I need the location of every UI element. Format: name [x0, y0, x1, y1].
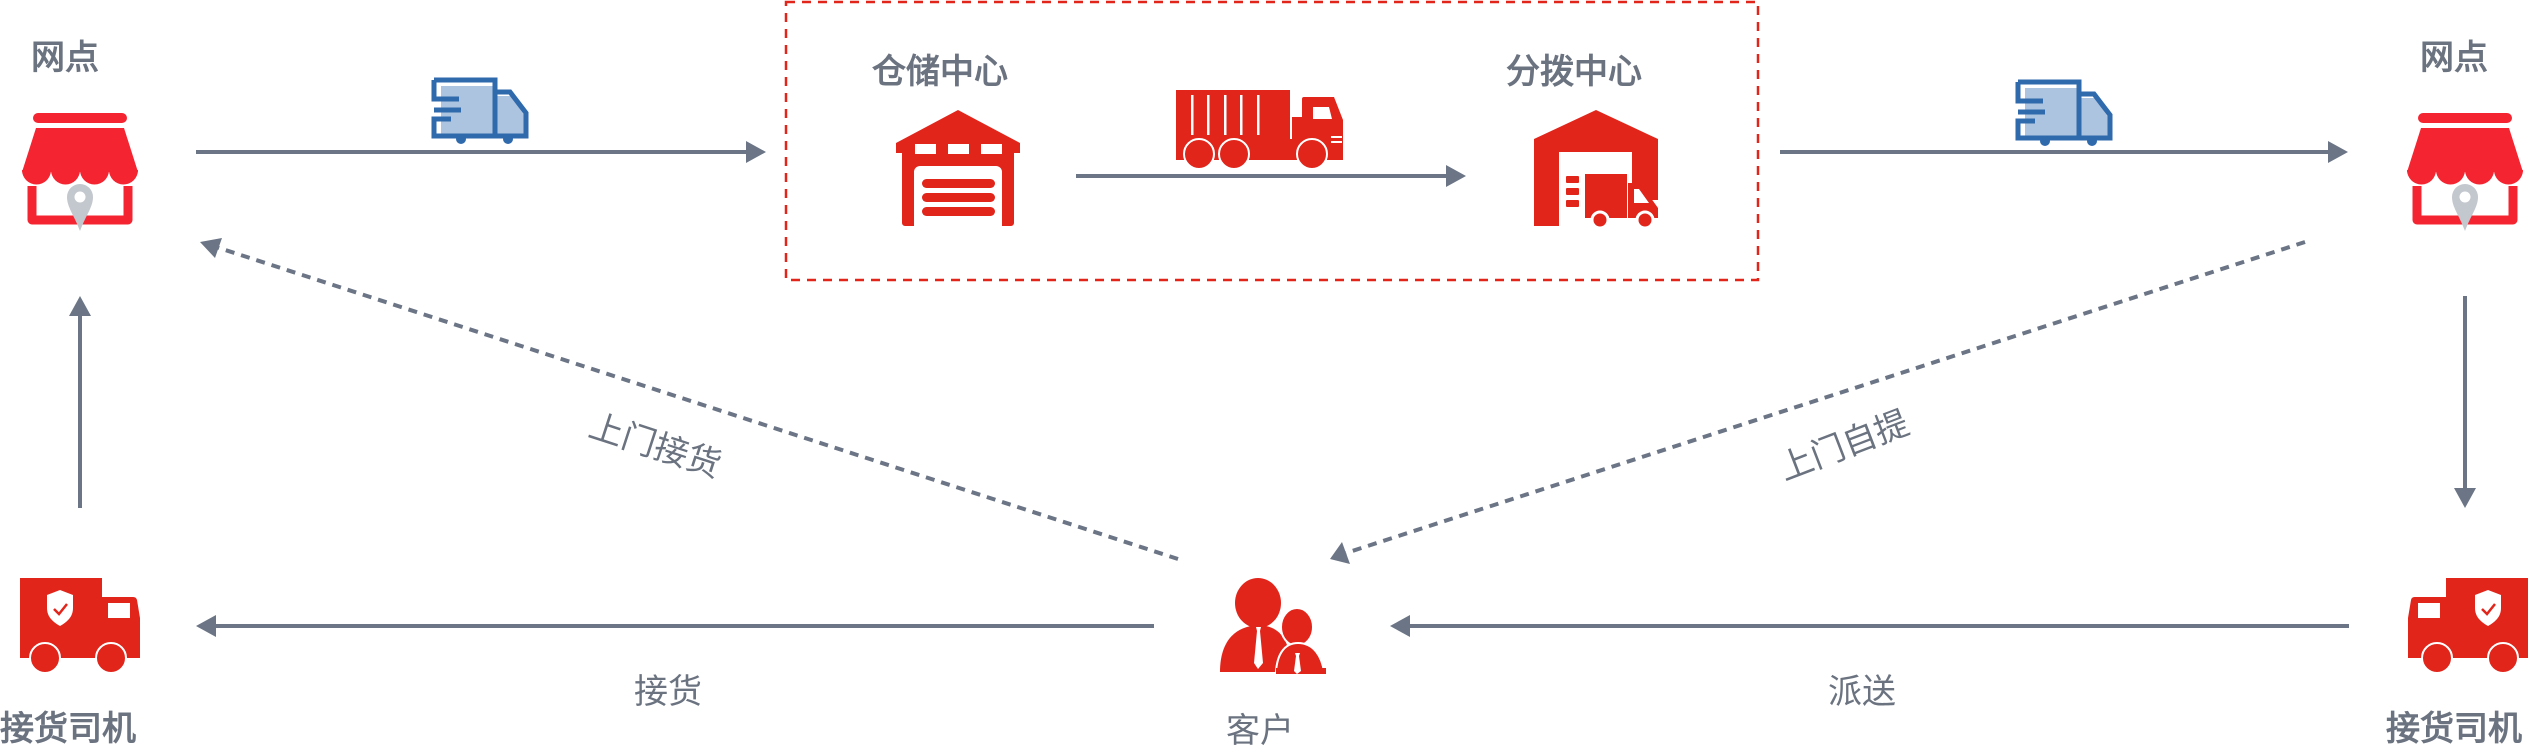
arrow-outlet-to-warehouse — [196, 141, 766, 163]
edge-label-dispatch: 派送 — [1828, 672, 1896, 712]
dashed-arrow-outlet-to-customer — [1330, 240, 2306, 564]
outlet-right-label: 网点 — [2420, 38, 2488, 78]
arrow-warehouse-to-distribution — [1076, 165, 1466, 187]
customer-label: 客户 — [1226, 711, 1294, 751]
pickup-driver-left-label: 接货司机 — [0, 709, 136, 749]
container-truck-icon — [1176, 90, 1343, 170]
warehouse-icon — [896, 110, 1020, 226]
transit-hub-dashed-box — [784, 0, 1760, 282]
delivery-truck-shield-icon — [2408, 578, 2528, 674]
arrow-driver-to-customer — [1390, 615, 2349, 637]
fast-delivery-truck-icon — [2015, 79, 2113, 146]
storefront-pin-icon — [22, 113, 138, 231]
distribution-center-label: 分拨中心 — [1506, 52, 1642, 92]
arrow-distribution-to-outlet — [1780, 141, 2348, 163]
warehouse-label: 仓储中心 — [872, 52, 1008, 92]
outlet-left-label: 网点 — [31, 38, 99, 78]
customers-icon — [1220, 578, 1326, 674]
pickup-driver-right-label: 接货司机 — [2386, 709, 2522, 749]
distribution-center-icon — [1534, 110, 1658, 230]
edge-label-receive: 接货 — [634, 672, 702, 712]
arrow-customer-to-driver — [196, 615, 1154, 637]
delivery-truck-shield-icon — [20, 578, 140, 674]
dashed-arrow-customer-to-outlet — [200, 238, 1179, 561]
storefront-pin-icon — [2407, 113, 2523, 231]
arrow-driver-to-outlet-left — [69, 296, 91, 508]
fast-delivery-truck-icon — [431, 77, 529, 144]
arrow-outlet-to-driver-right — [2454, 296, 2476, 508]
